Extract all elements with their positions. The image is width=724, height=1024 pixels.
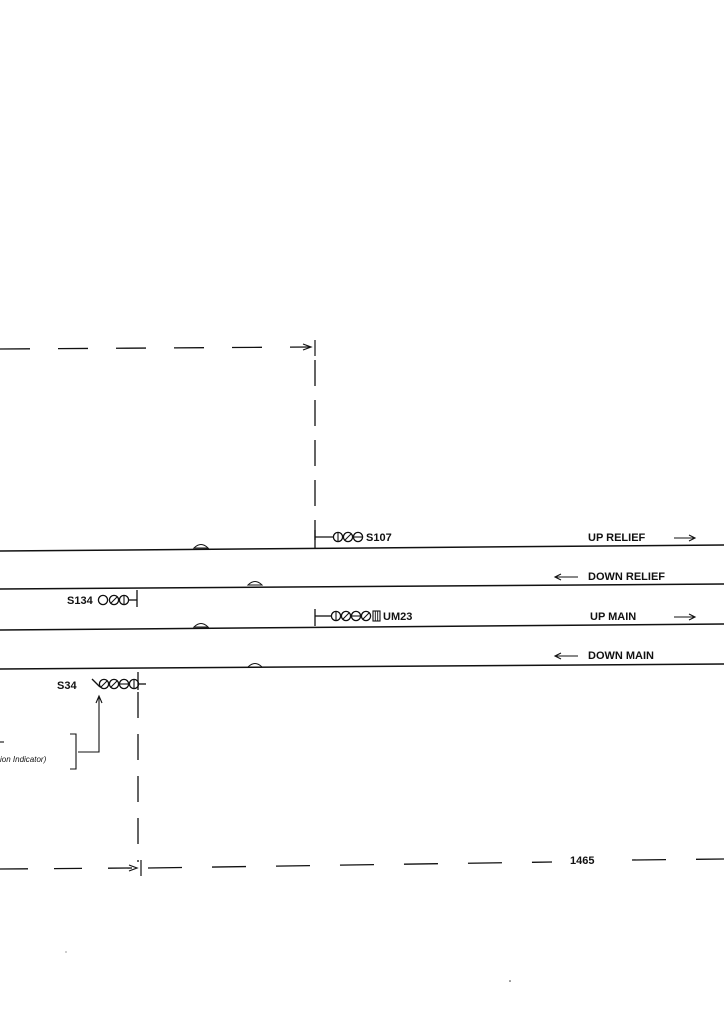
signal-s107	[314, 530, 364, 548]
down-relief-arrowhead	[553, 573, 562, 581]
aws-ramp-down-relief	[246, 581, 264, 586]
signal-s107-label: S107	[366, 532, 392, 544]
lower-boundary-arrow	[128, 864, 139, 872]
signal-s34	[91, 672, 146, 690]
up-relief-label: UP RELIEF	[588, 532, 646, 544]
upper-dashed-boundary	[0, 346, 311, 350]
down-relief-line	[0, 583, 724, 590]
down-main-arrowhead	[553, 652, 562, 660]
signal-s134	[108, 590, 138, 607]
signal-s34-label: S34	[57, 680, 77, 692]
up-relief-line	[0, 544, 724, 552]
upper-boundary-arrow	[302, 343, 313, 351]
note-leader	[78, 697, 100, 753]
note-text: ion Indicator)	[0, 755, 47, 764]
scan-speck	[509, 980, 511, 982]
signal-s134-label: S134	[67, 595, 94, 607]
signal-um23-label: UM23	[383, 611, 412, 623]
down-main-line	[0, 663, 724, 670]
lower-dashed-boundary-left	[0, 867, 133, 870]
up-main-line	[0, 623, 724, 631]
lower-dashed-boundary-right	[631, 858, 724, 861]
note-leader-arrow	[95, 694, 103, 704]
up-main-label: UP MAIN	[590, 611, 636, 623]
down-relief-label: DOWN RELIEF	[588, 571, 665, 583]
aws-ramp-down-main	[246, 663, 264, 668]
aws-ramp-up-main	[192, 623, 210, 628]
dimension-label: 1465	[570, 855, 594, 867]
up-main-arrowhead	[688, 613, 697, 621]
scan-speck	[65, 951, 67, 953]
lower-dashed-boundary-mid	[147, 861, 553, 869]
up-relief-arrowhead	[688, 534, 697, 542]
signal-um23	[314, 609, 381, 626]
aws-ramp-up-relief	[192, 544, 210, 549]
note-bracket	[70, 733, 77, 770]
down-main-label: DOWN MAIN	[588, 650, 654, 662]
